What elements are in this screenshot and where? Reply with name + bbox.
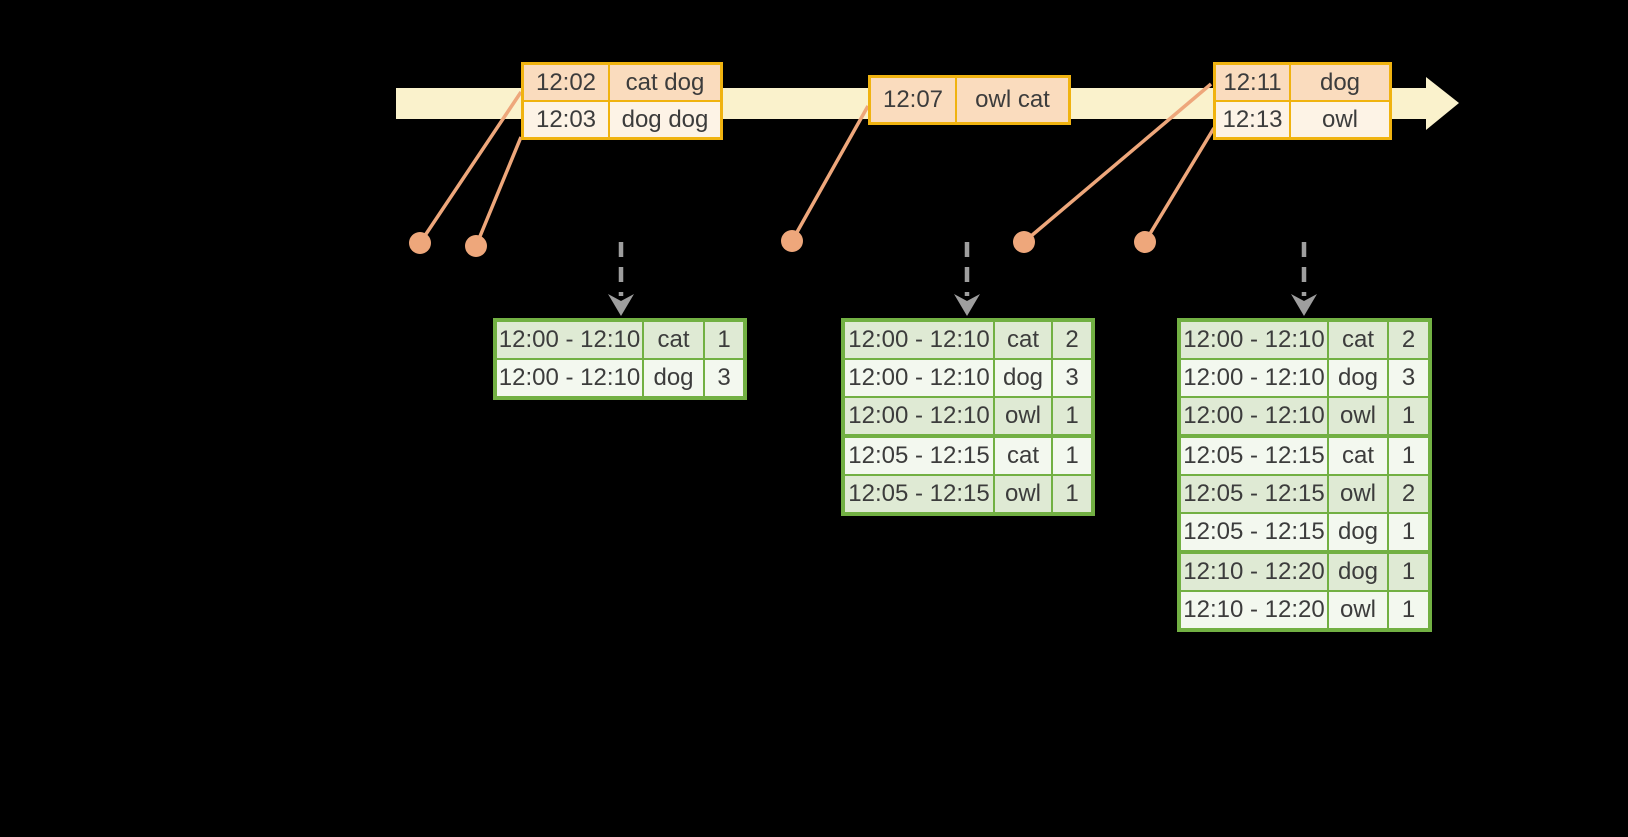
result-row: 12:10 - 12:20 owl 1 (1181, 592, 1428, 628)
timeline-arrowhead-icon (1426, 77, 1459, 130)
window-cell: 12:10 - 12:20 (1181, 592, 1327, 628)
event-time-cell: 12:11 (1216, 65, 1289, 100)
event-table-1: 12:02 cat dog 12:03 dog dog (521, 62, 723, 140)
result-row: 12:00 - 12:10 dog 3 (497, 360, 743, 396)
window-cell: 12:00 - 12:10 (1181, 322, 1327, 358)
word-cell: cat (644, 322, 703, 358)
result-row: 12:05 - 12:15 dog 1 (1181, 514, 1428, 550)
count-cell: 1 (1389, 438, 1428, 474)
event-words-cell: dog dog (610, 102, 720, 137)
trigger-arrowhead-icon (1291, 294, 1317, 316)
result-row: 12:00 - 12:10 dog 3 (845, 360, 1091, 396)
word-cell: owl (995, 398, 1051, 434)
result-row: 12:05 - 12:15 owl 1 (845, 476, 1091, 512)
event-connector-line (1022, 82, 1213, 244)
word-cell: owl (1329, 398, 1387, 434)
trigger-arrows (608, 242, 1317, 316)
event-row: 12:11 dog (1216, 65, 1389, 100)
count-cell: 1 (1389, 398, 1428, 434)
trigger-arrowhead-icon (954, 294, 980, 316)
event-dot (409, 232, 431, 254)
event-words-cell: owl (1291, 102, 1389, 137)
result-row: 12:00 - 12:10 owl 1 (845, 398, 1091, 434)
window-cell: 12:00 - 12:10 (1181, 398, 1327, 434)
event-time-cell: 12:13 (1216, 102, 1289, 137)
word-cell: dog (1329, 360, 1387, 396)
count-cell: 1 (1053, 438, 1091, 474)
event-row: 12:03 dog dog (524, 102, 720, 137)
count-cell: 1 (1389, 514, 1428, 550)
word-cell: owl (1329, 476, 1387, 512)
count-cell: 1 (705, 322, 743, 358)
word-cell: cat (1329, 438, 1387, 474)
event-dot (1013, 231, 1035, 253)
result-row: 12:00 - 12:10 cat 1 (497, 322, 743, 358)
window-cell: 12:05 - 12:15 (1181, 438, 1327, 474)
count-cell: 1 (1053, 476, 1091, 512)
word-cell: dog (1329, 514, 1387, 550)
count-cell: 1 (1053, 398, 1091, 434)
window-cell: 12:00 - 12:10 (1181, 360, 1327, 396)
window-cell: 12:10 - 12:20 (1181, 554, 1327, 590)
event-dot (1134, 231, 1156, 253)
trigger-arrowhead-icon (608, 294, 634, 316)
event-row: 12:07 owl cat (871, 78, 1068, 122)
event-dots (409, 230, 1156, 257)
window-cell: 12:00 - 12:10 (845, 322, 993, 358)
result-table-1: 12:00 - 12:10 cat 1 12:00 - 12:10 dog 3 (493, 318, 747, 400)
result-table-2: 12:00 - 12:10 cat 2 12:00 - 12:10 dog 3 … (841, 318, 1095, 516)
result-row: 12:00 - 12:10 cat 2 (845, 322, 1091, 358)
word-cell: dog (995, 360, 1051, 396)
window-cell: 12:05 - 12:15 (845, 438, 993, 474)
event-row: 12:13 owl (1216, 102, 1389, 137)
event-time-cell: 12:03 (524, 102, 608, 137)
window-cell: 12:05 - 12:15 (845, 476, 993, 512)
result-row: 12:10 - 12:20 dog 1 (1181, 554, 1428, 590)
count-cell: 2 (1389, 322, 1428, 358)
word-cell: owl (1329, 592, 1387, 628)
count-cell: 2 (1053, 322, 1091, 358)
word-cell: cat (1329, 322, 1387, 358)
event-time-cell: 12:07 (871, 78, 955, 122)
window-cell: 12:00 - 12:10 (845, 360, 993, 396)
result-row: 12:05 - 12:15 cat 1 (845, 438, 1091, 474)
count-cell: 1 (1389, 554, 1428, 590)
word-cell: owl (995, 476, 1051, 512)
result-row: 12:00 - 12:10 cat 2 (1181, 322, 1428, 358)
window-cell: 12:05 - 12:15 (1181, 514, 1327, 550)
count-cell: 2 (1389, 476, 1428, 512)
window-cell: 12:00 - 12:10 (497, 360, 642, 396)
result-row: 12:05 - 12:15 owl 2 (1181, 476, 1428, 512)
count-cell: 3 (1389, 360, 1428, 396)
event-connector-line (1143, 127, 1216, 243)
event-connector-lines (418, 82, 1216, 247)
word-cell: dog (1329, 554, 1387, 590)
result-table-3: 12:00 - 12:10 cat 2 12:00 - 12:10 dog 3 … (1177, 318, 1432, 632)
event-connector-line (790, 105, 870, 242)
event-dot (465, 235, 487, 257)
event-words-cell: cat dog (610, 65, 720, 100)
event-words-cell: owl cat (957, 78, 1068, 122)
result-row: 12:00 - 12:10 dog 3 (1181, 360, 1428, 396)
count-cell: 1 (1389, 592, 1428, 628)
result-row: 12:05 - 12:15 cat 1 (1181, 438, 1428, 474)
count-cell: 3 (705, 360, 743, 396)
event-dot (781, 230, 803, 252)
word-cell: cat (995, 322, 1051, 358)
event-words-cell: dog (1291, 65, 1389, 100)
event-row: 12:02 cat dog (524, 65, 720, 100)
event-connector-line (474, 136, 523, 247)
count-cell: 3 (1053, 360, 1091, 396)
event-time-cell: 12:02 (524, 65, 608, 100)
word-cell: cat (995, 438, 1051, 474)
window-cell: 12:05 - 12:15 (1181, 476, 1327, 512)
word-cell: dog (644, 360, 703, 396)
result-row: 12:00 - 12:10 owl 1 (1181, 398, 1428, 434)
window-cell: 12:00 - 12:10 (497, 322, 642, 358)
event-connector-line (418, 91, 523, 244)
event-table-3: 12:11 dog 12:13 owl (1213, 62, 1392, 140)
event-table-2: 12:07 owl cat (868, 75, 1071, 125)
window-cell: 12:00 - 12:10 (845, 398, 993, 434)
